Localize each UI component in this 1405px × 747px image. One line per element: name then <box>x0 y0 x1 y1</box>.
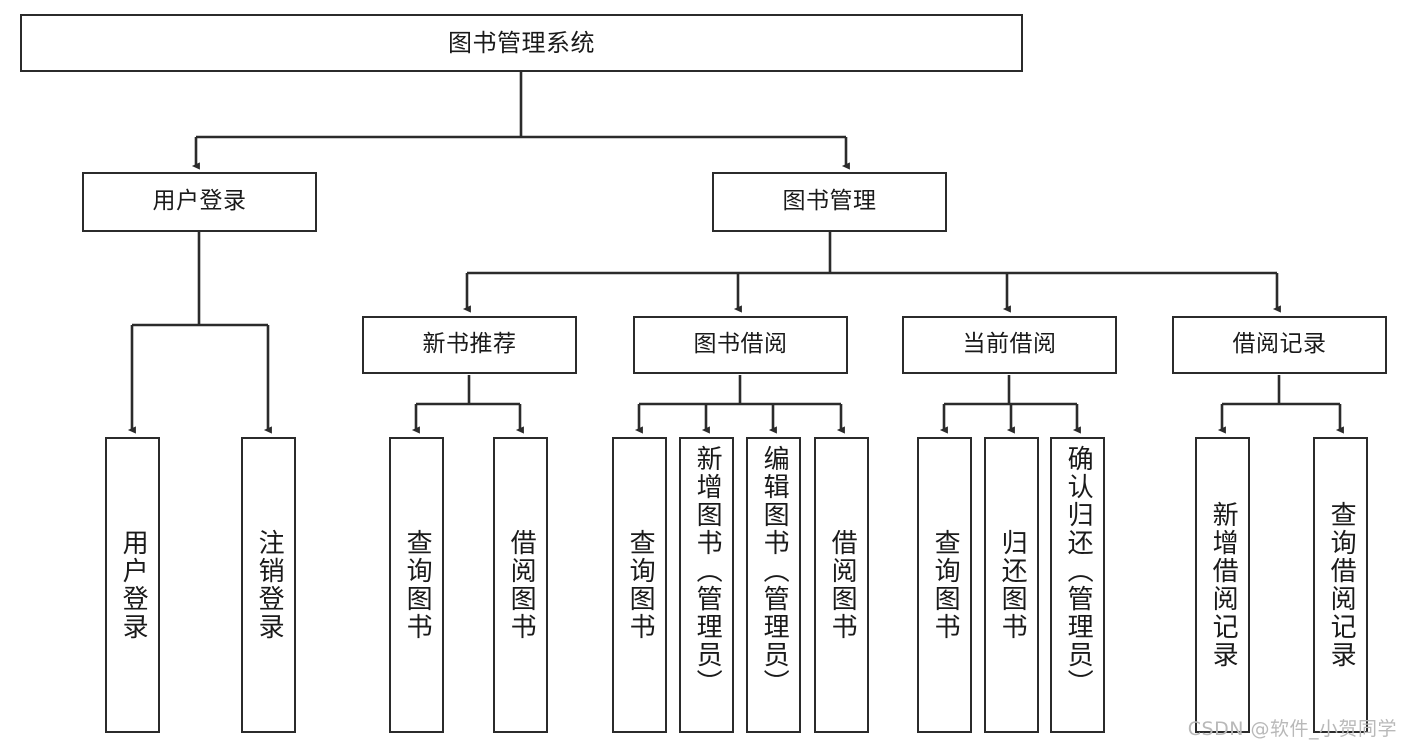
leaf-return-book[interactable]: 归还图书 <box>984 437 1039 733</box>
node-borrow-record[interactable]: 借阅记录 <box>1172 316 1387 374</box>
node-new-book-recommend[interactable]: 新书推荐 <box>362 316 577 374</box>
node-label: 用户登录 <box>118 529 149 641</box>
node-label: 查询图书 <box>930 529 961 641</box>
leaf-query-book-recommend[interactable]: 查询图书 <box>389 437 444 733</box>
node-label: 新增图书（管理员） <box>692 445 723 697</box>
leaf-query-borrow-record[interactable]: 查询借阅记录 <box>1313 437 1368 733</box>
node-label: 新增借阅记录 <box>1208 501 1239 669</box>
node-label: 确认归还（管理员） <box>1063 445 1094 697</box>
node-label: 查询图书 <box>402 529 433 641</box>
node-label: 编辑图书（管理员） <box>759 445 790 697</box>
node-label: 用户登录 <box>152 188 247 215</box>
node-label: 借阅图书 <box>827 529 858 641</box>
leaf-add-borrow-record[interactable]: 新增借阅记录 <box>1195 437 1250 733</box>
node-label: 新书推荐 <box>422 331 517 358</box>
leaf-query-book-current[interactable]: 查询图书 <box>917 437 972 733</box>
node-label: 注销登录 <box>254 529 285 641</box>
node-current-borrow[interactable]: 当前借阅 <box>902 316 1117 374</box>
node-book-borrow[interactable]: 图书借阅 <box>633 316 848 374</box>
leaf-edit-book-admin[interactable]: 编辑图书（管理员） <box>746 437 801 733</box>
node-book-management[interactable]: 图书管理 <box>712 172 947 232</box>
leaf-confirm-return-admin[interactable]: 确认归还（管理员） <box>1050 437 1105 733</box>
leaf-query-book-borrow[interactable]: 查询图书 <box>612 437 667 733</box>
node-user-login[interactable]: 用户登录 <box>82 172 317 232</box>
node-label: 当前借阅 <box>962 331 1057 358</box>
node-label: 归还图书 <box>997 529 1028 641</box>
node-label: 图书借阅 <box>693 331 788 358</box>
node-label: 图书管理 <box>782 188 877 215</box>
node-label: 借阅记录 <box>1232 331 1327 358</box>
node-root-book-management-system[interactable]: 图书管理系统 <box>20 14 1023 72</box>
node-label: 查询借阅记录 <box>1326 501 1357 669</box>
leaf-logout[interactable]: 注销登录 <box>241 437 296 733</box>
node-label: 查询图书 <box>625 529 656 641</box>
watermark: CSDN @软件_小贺同学 <box>1187 718 1397 740</box>
node-label: 图书管理系统 <box>448 28 595 57</box>
leaf-borrow-book-recommend[interactable]: 借阅图书 <box>493 437 548 733</box>
leaf-user-login[interactable]: 用户登录 <box>105 437 160 733</box>
leaf-add-book-admin[interactable]: 新增图书（管理员） <box>679 437 734 733</box>
leaf-borrow-book[interactable]: 借阅图书 <box>814 437 869 733</box>
node-label: 借阅图书 <box>506 529 537 641</box>
